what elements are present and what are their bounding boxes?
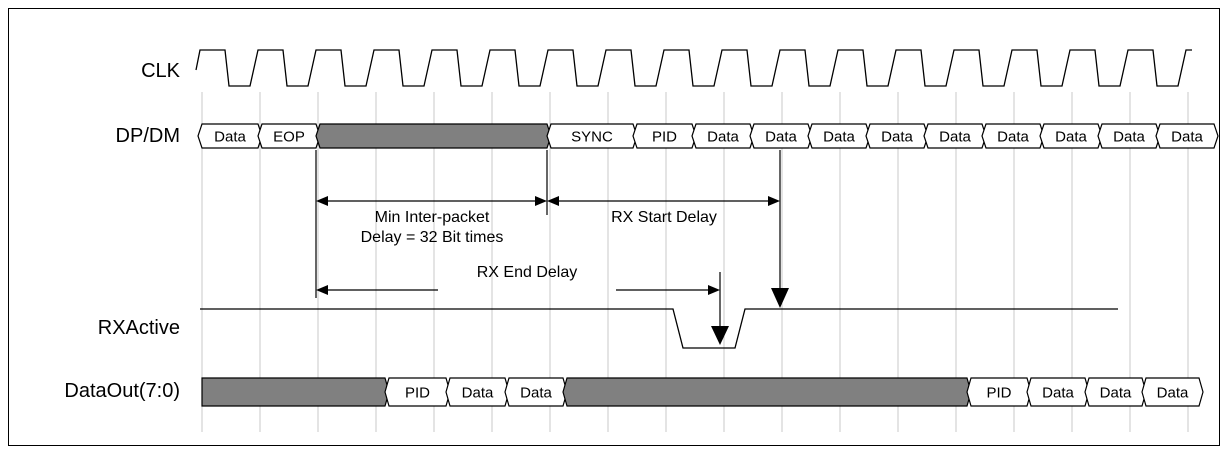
min-delay-label-line1: Min Inter-packet [375, 209, 490, 226]
arrowheads [316, 196, 789, 345]
dataout-cell-label: PID [986, 385, 1011, 402]
rx-start-delay-label: RX Start Delay [611, 209, 717, 226]
dataout-idle-block [201, 377, 390, 407]
gridlines [201, 92, 1189, 432]
dpdm-cell-label: Data [1055, 129, 1087, 146]
dpdm-cell-label: Data [939, 129, 971, 146]
dpdm-cell-label: Data [1171, 129, 1203, 146]
dataout-cell-label: Data [520, 385, 552, 402]
diagram-frame [8, 8, 1220, 446]
min-delay-label-line2: Delay = 32 Bit times [361, 229, 504, 246]
label-dpdm: DP/DM [116, 125, 180, 147]
dpdm-cell-label: Data [997, 129, 1029, 146]
dataout-cell-label: Data [1100, 385, 1132, 402]
arrowhead-down [771, 288, 789, 308]
dataout-cell-label: Data [1157, 385, 1189, 402]
arrowhead-right [708, 285, 720, 295]
timing-annotations [315, 150, 781, 330]
dpdm-cell-label: PID [652, 129, 677, 146]
dpdm-cell-label: Data [823, 129, 855, 146]
arrowhead-right [768, 196, 780, 206]
arrowhead-left [547, 196, 559, 206]
dpdm-cell-label: EOP [273, 129, 305, 146]
label-dataout: DataOut(7:0) [64, 380, 180, 402]
dataout-idle-block [562, 377, 972, 407]
dpdm-cell-label: Data [707, 129, 739, 146]
arrowhead-right [535, 196, 547, 206]
dpdm-bus: Data EOP SYNC PID Data Data Data Data Da… [197, 123, 1219, 149]
arrowhead-down [711, 326, 729, 345]
dataout-cell-label: Data [1042, 385, 1074, 402]
dpdm-cell-label: Data [1113, 129, 1145, 146]
dpdm-cell-label: Data [765, 129, 797, 146]
dpdm-cell-data [1155, 123, 1219, 149]
dataout-cell-label: PID [405, 385, 430, 402]
dpdm-cell-label: Data [214, 129, 246, 146]
rxactive-waveform [200, 308, 1118, 349]
rx-end-delay-label: RX End Delay [477, 264, 578, 281]
dataout-cell-label: Data [462, 385, 494, 402]
arrowhead-left [316, 196, 328, 206]
dataout-bus: PID Data Data PID Data Data Data [201, 377, 1204, 407]
label-rxactive: RXActive [98, 317, 180, 339]
arrowhead-left [316, 285, 328, 295]
label-clk: CLK [141, 60, 181, 82]
dpdm-idle-block [315, 123, 552, 149]
clk-waveform [195, 49, 1192, 87]
dpdm-cell-label: SYNC [571, 129, 613, 146]
dataout-cell-data [1141, 377, 1204, 407]
dpdm-cell-label: Data [881, 129, 913, 146]
